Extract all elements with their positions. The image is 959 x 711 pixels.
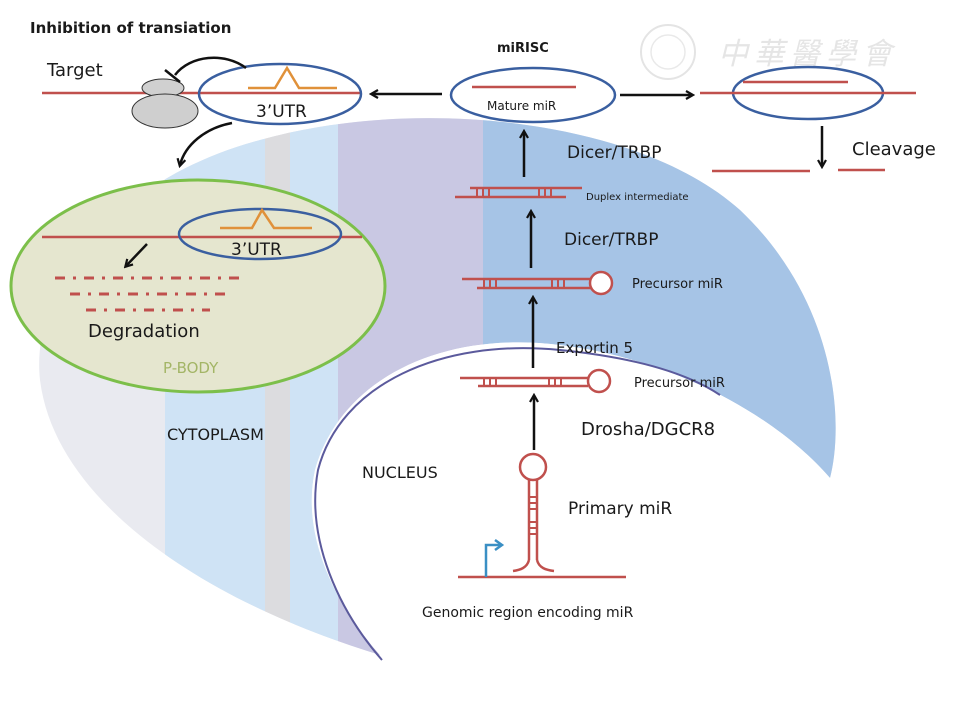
- hairpin-loop: [588, 270, 614, 296]
- primary-hairpin-loop: [518, 452, 548, 482]
- label-3utr-top: 3’UTR: [256, 102, 307, 122]
- label-duplex: Duplex intermediate: [586, 192, 689, 203]
- label-precursor-cyto: Precursor miR: [632, 277, 723, 292]
- label-3utr-pbody: 3’UTR: [231, 240, 282, 260]
- arrow-to-pbody: [180, 121, 233, 165]
- precursor-mir-cytoplasm: Precursor miR: [462, 270, 723, 296]
- inhibition-arc: [174, 56, 247, 76]
- genomic-region: Genomic region encoding miR: [422, 538, 634, 621]
- mirisc-complex: miRISC Mature miR: [449, 41, 617, 124]
- label-cytoplasm: CYTOPLASM: [167, 425, 264, 444]
- cytoplasm-band-grey: [265, 118, 290, 656]
- nucleus-shape: [311, 342, 959, 711]
- label-pbody: P-BODY: [163, 359, 219, 377]
- label-nucleus: NUCLEUS: [362, 463, 438, 482]
- label-target: Target: [46, 60, 103, 81]
- label-dicer-mid: Dicer/TRBP: [564, 230, 658, 250]
- duplex-intermediate: Duplex intermediate: [455, 186, 689, 203]
- utr-ellipse-top: [197, 62, 363, 126]
- nucleus-membrane: [314, 347, 721, 661]
- cytoplasm-band-lightblue2: [290, 118, 338, 656]
- arrow-degradation: [126, 243, 148, 266]
- label-dicer-top: Dicer/TRBP: [567, 143, 661, 163]
- mirna-bound-peak-top: [248, 65, 337, 90]
- title-inhibition-of-translation: Inhibition of transiation: [30, 19, 231, 37]
- label-genomic: Genomic region encoding miR: [422, 605, 634, 621]
- cleavage-complex: Cleavage: [700, 65, 936, 173]
- utr-ellipse-pbody: [177, 207, 343, 261]
- promoter-arrow-icon: [484, 543, 500, 577]
- p-body: [9, 178, 387, 394]
- primary-mir: Primary miR: [512, 452, 672, 573]
- label-exportin: Exportin 5: [556, 339, 633, 357]
- nucleus-region: [311, 342, 959, 711]
- label-drosha: Drosha/DGCR8: [581, 419, 715, 440]
- label-mature-mir: Mature miR: [487, 99, 556, 113]
- label-primary: Primary miR: [568, 499, 672, 519]
- label-mirisc: miRISC: [497, 41, 549, 56]
- ribosome-large-subunit: [131, 93, 199, 129]
- label-cleavage: Cleavage: [852, 139, 936, 160]
- inhibition-bar: [164, 69, 181, 83]
- label-precursor-nuc: Precursor miR: [634, 376, 725, 391]
- mirisc-ellipse: [449, 66, 617, 124]
- mirna-bound-peak-pbody: [220, 207, 312, 230]
- hairpin-loop: [586, 368, 612, 394]
- target-mrna: Target 3’UTR: [42, 56, 363, 129]
- degraded-fragments: [55, 276, 245, 312]
- society-seal-icon: [640, 24, 696, 80]
- precursor-mir-nucleus: Precursor miR: [460, 368, 725, 394]
- p-body-contents: 3’UTR Degradation P-BODY: [42, 207, 362, 377]
- p-body-ellipse: [9, 178, 387, 394]
- label-degradation: Degradation: [88, 321, 200, 342]
